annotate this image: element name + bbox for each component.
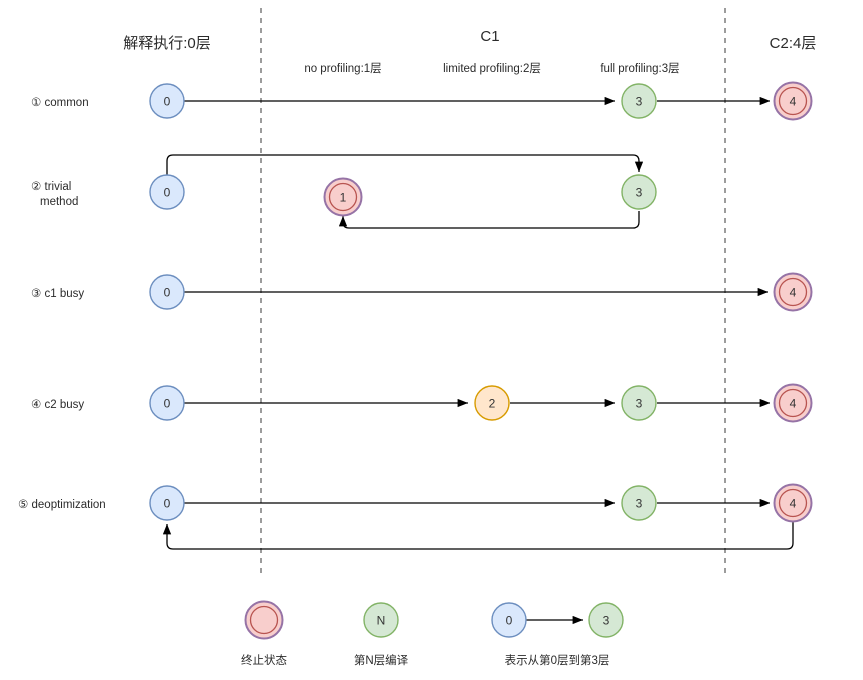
row5-node-0-label: 0 [164, 497, 171, 511]
row1-node-3-label: 3 [636, 95, 643, 109]
row5-node-4-terminal: 4 [773, 483, 813, 523]
row5-node-3-label: 3 [636, 497, 643, 511]
legend-terminal-caption: 终止状态 [241, 653, 287, 667]
row3-node-4-terminal: 4 [773, 272, 813, 312]
header-interpreter: 解释执行:0层 [123, 35, 211, 52]
row4-node-0-label: 0 [164, 397, 171, 411]
legend-compile: N 第N层编译 [354, 602, 409, 667]
row4-node-4-label: 4 [790, 397, 797, 411]
row2-edge-3-1 [338, 211, 640, 229]
row4-node-3: 3 [621, 385, 657, 421]
row5-edge-4-0-deopt [162, 522, 794, 550]
row-label-trivial-1: ② trivial [31, 181, 71, 193]
row4-node-3-label: 3 [636, 397, 643, 411]
row-label-c1-busy: ③ c1 busy [31, 288, 84, 300]
row2-node-3-label: 3 [636, 186, 643, 200]
row1-node-4-terminal: 4 [773, 81, 813, 121]
row2-node-1-label: 1 [340, 191, 347, 205]
row-label-common: ① common [31, 97, 89, 109]
row3-node-0-label: 0 [164, 286, 171, 300]
row1-node-0: 0 [149, 83, 185, 119]
row-label-c2-busy: ④ c2 busy [31, 399, 84, 411]
row3-node-4-label: 4 [790, 286, 797, 300]
legend-compile-node-label: N [377, 614, 386, 628]
legend-arrow-to-label: 3 [603, 614, 610, 628]
row2-node-1-terminal: 1 [323, 177, 363, 217]
row5-node-0: 0 [149, 485, 185, 521]
row2-node-0: 0 [149, 174, 185, 210]
row1-node-3: 3 [621, 83, 657, 119]
header-c1: C1 [480, 28, 499, 45]
row1-node-0-label: 0 [164, 95, 171, 109]
legend-arrow-from-label: 0 [506, 614, 513, 628]
legend-arrow-caption: 表示从第0层到第3层 [505, 653, 610, 667]
row3-node-0: 0 [149, 274, 185, 310]
row4-node-2: 2 [474, 385, 510, 421]
legend-arrow: 0 3 表示从第0层到第3层 [491, 602, 624, 667]
row2-edge-0-3 [166, 154, 644, 175]
header-limited-profiling: limited profiling:2层 [443, 62, 541, 75]
row5-node-4-label: 4 [790, 497, 797, 511]
row2-node-0-label: 0 [164, 186, 171, 200]
header-full-profiling: full profiling:3层 [600, 62, 679, 75]
row2-node-3: 3 [621, 174, 657, 210]
row4-node-2-label: 2 [489, 397, 496, 411]
legend-compile-caption: 第N层编译 [354, 653, 409, 667]
row-label-deoptimization: ⑤ deoptimization [18, 499, 106, 511]
row4-node-0: 0 [149, 385, 185, 421]
row-label-trivial-2: method [40, 196, 78, 208]
row1-node-4-label: 4 [790, 95, 797, 109]
header-no-profiling: no profiling:1层 [304, 62, 381, 75]
row5-node-3: 3 [621, 485, 657, 521]
row4-node-4-terminal: 4 [773, 383, 813, 423]
header-c2: C2:4层 [770, 35, 817, 52]
legend-terminal: 终止状态 [241, 600, 287, 667]
